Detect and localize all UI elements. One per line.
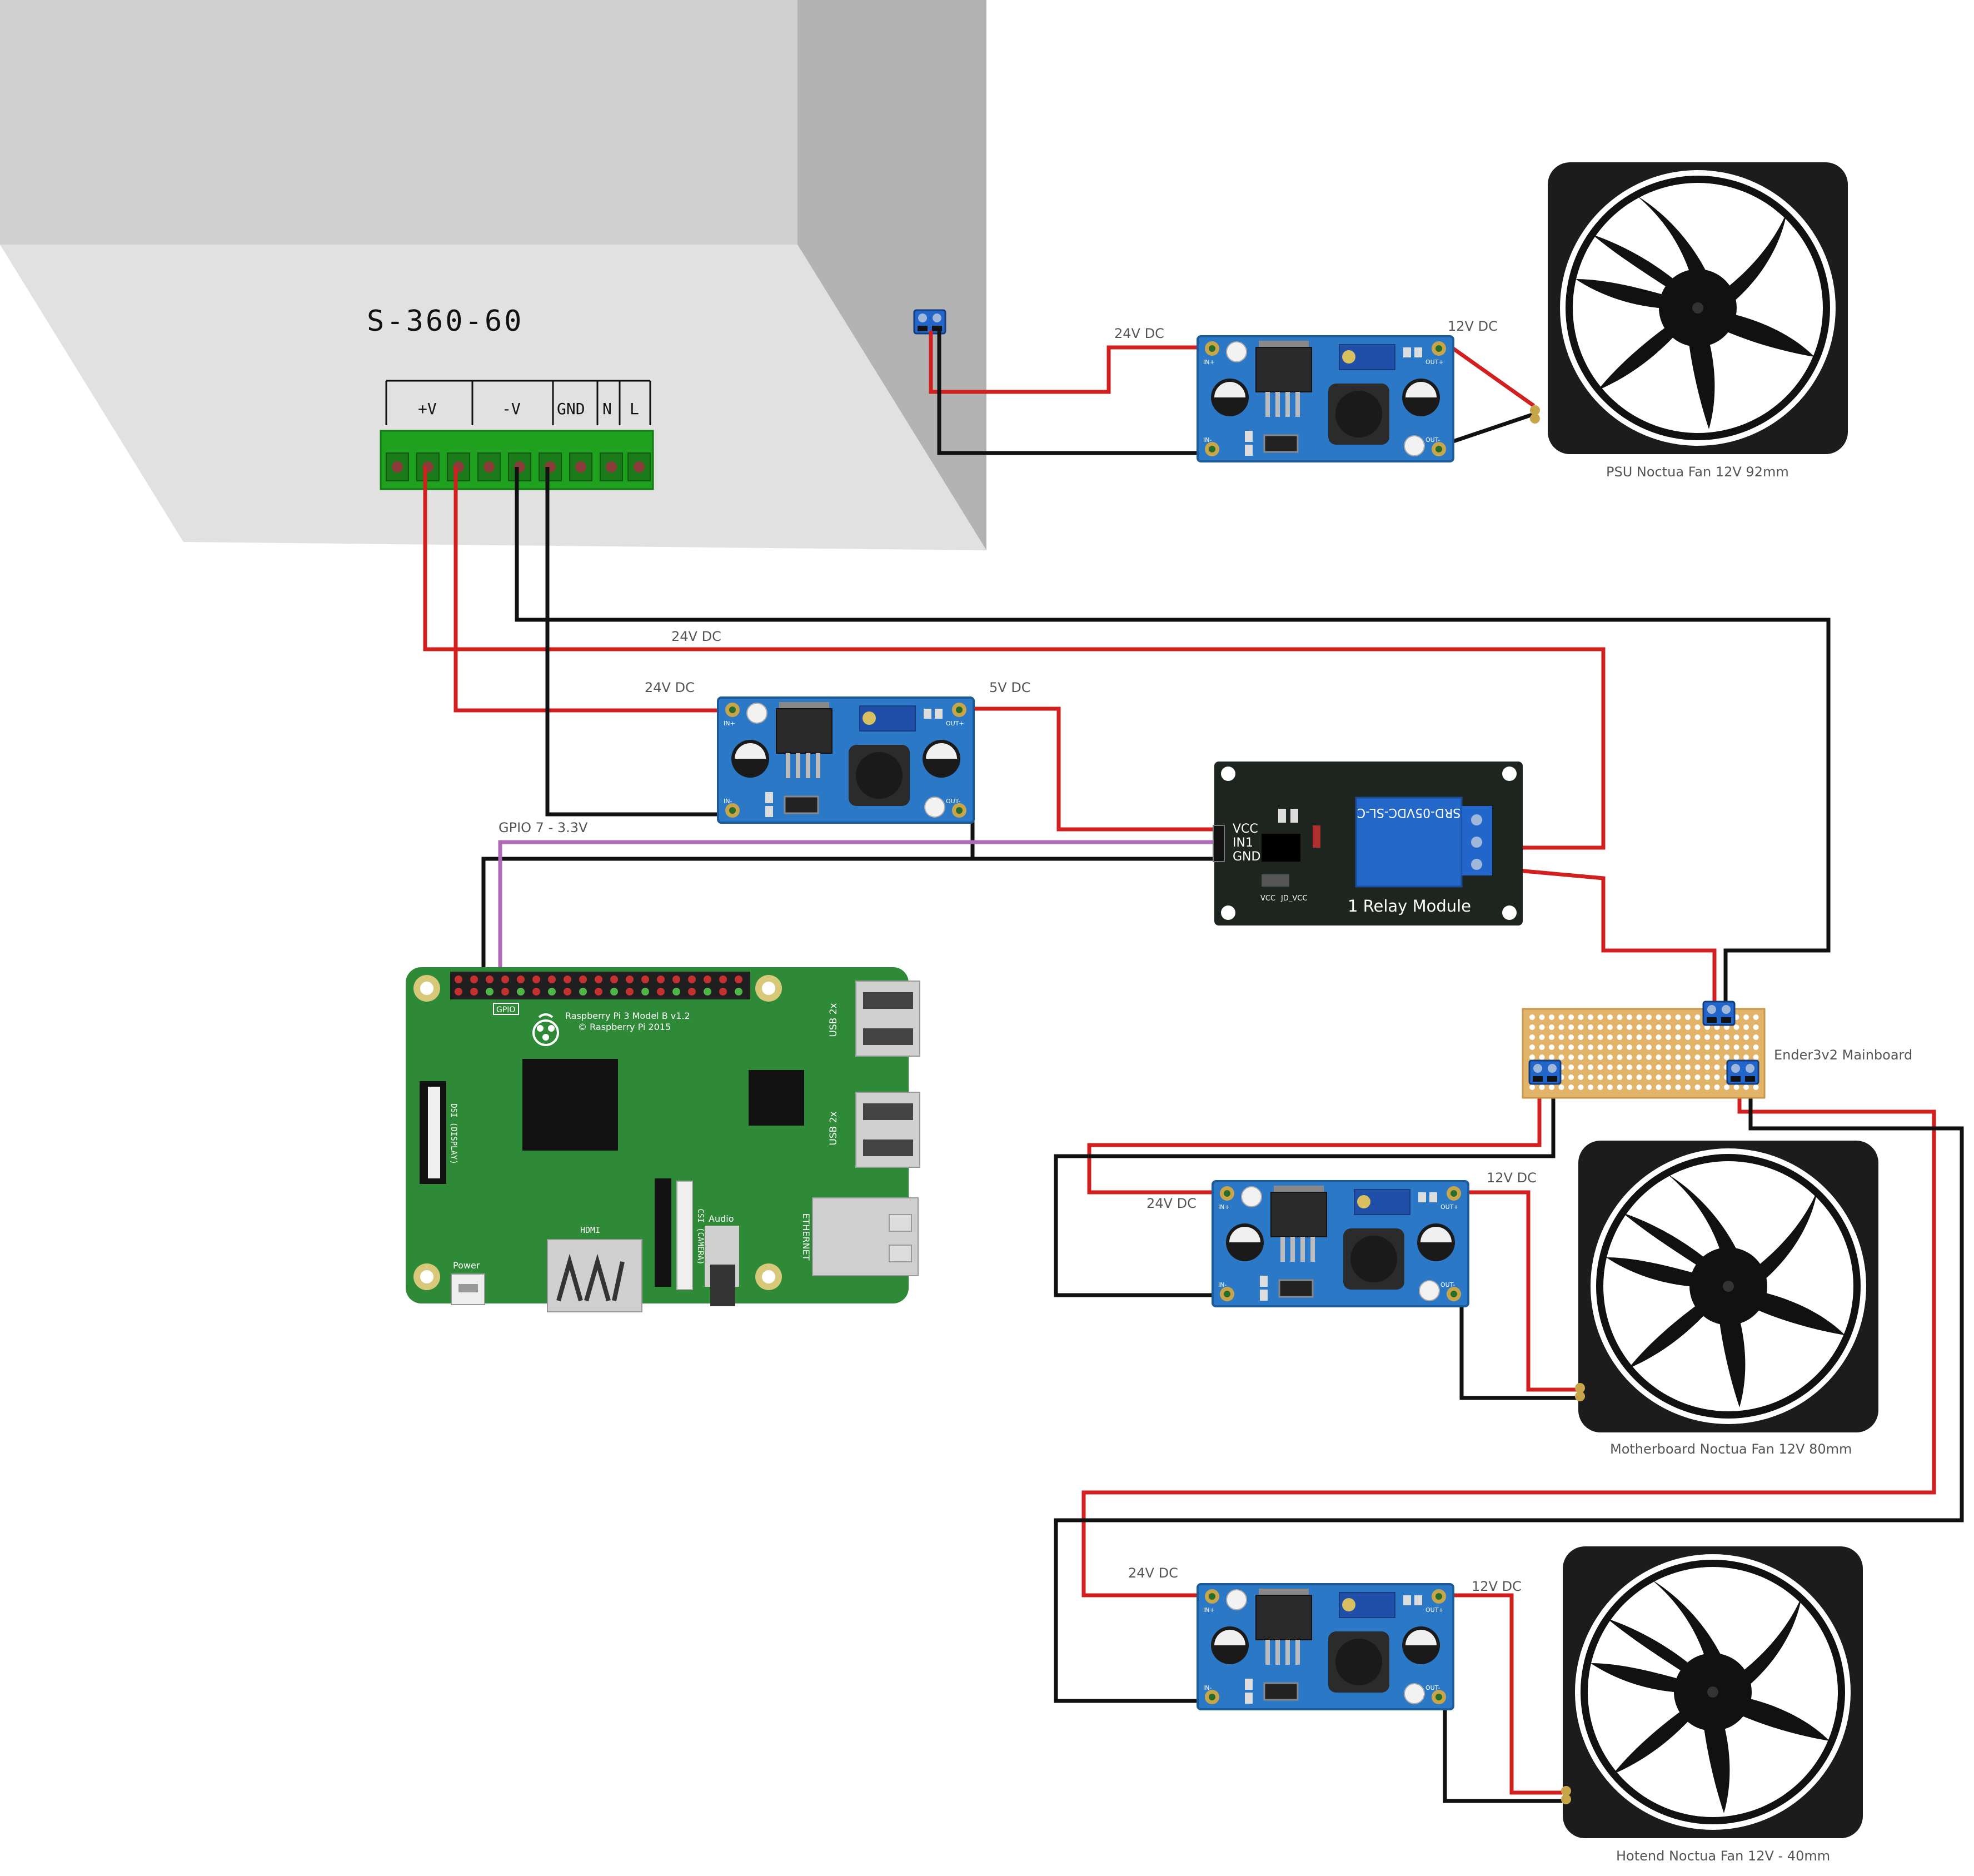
mainboard-terminal-left — [1528, 1059, 1562, 1085]
label-gpio7: GPIO 7 - 3.3V — [499, 820, 588, 835]
wire-mb-fan-12v — [1462, 1190, 1578, 1392]
relay-jumper-jdvcc: JD_VCC — [1280, 894, 1307, 903]
psu-fan — [1548, 162, 1848, 454]
buck-converter-psu-fan — [1197, 335, 1454, 462]
gpio-header — [450, 972, 750, 999]
psu-terminal-gnd: GND — [557, 400, 585, 418]
wire-hotend-fan-12v-gnd — [1443, 1701, 1564, 1803]
wire-5v-to-relay — [974, 706, 1223, 832]
relay-part-number: SRD-05VDC-SL-C — [1357, 805, 1461, 819]
wire-24v-main — [423, 467, 1606, 850]
buck-converter-hotend-fan — [1197, 1583, 1454, 1710]
wire-gnd-main — [515, 467, 1831, 1023]
hotend-fan — [1563, 1546, 1863, 1838]
wire-gnd-rpi — [481, 857, 1223, 995]
mainboard-terminal-right — [1726, 1059, 1759, 1085]
label-psu-fan-out: 12V DC — [1448, 319, 1498, 334]
label-main-24v: 24V DC — [671, 629, 721, 644]
label-mb-fan-out: 12V DC — [1487, 1170, 1537, 1186]
psu-terminal-minus-v: -V — [502, 400, 521, 418]
wire-relay-to-mainboard — [1511, 868, 1717, 1023]
psu-fan-terminal — [913, 309, 946, 335]
power-supply: S-360-60 +V -V GND N L — [0, 0, 986, 550]
rpi-copyright: © Raspberry Pi 2015 — [578, 1022, 671, 1032]
relay-jumper-vcc: VCC — [1260, 894, 1275, 903]
psu-terminal-labels — [385, 380, 651, 425]
rpi-ethernet-label: ETHERNET — [801, 1213, 811, 1261]
psu-model-label: S-360-60 — [367, 305, 524, 338]
wire-psu-fan-gnd — [937, 331, 1212, 455]
wire-hotend-fan-24v — [1081, 1067, 1936, 1598]
label-mb-fan-in: 24V DC — [1146, 1196, 1197, 1211]
wire-gnd-relay — [970, 814, 1223, 861]
label-psu-fan-in: 24V DC — [1114, 326, 1164, 341]
wire-hotend-fan-gnd — [1054, 1067, 1964, 1703]
wire-psu-fan-12v — [1450, 346, 1536, 407]
relay-title: 1 Relay Module — [1348, 897, 1471, 915]
label-psu-fan: PSU Noctua Fan 12V 92mm — [1606, 464, 1789, 480]
buck-converter-rpi — [717, 696, 975, 824]
relay-pin-vcc: VCC — [1233, 822, 1258, 836]
motherboard-fan — [1578, 1141, 1878, 1432]
label-motherboard-fan: Motherboard Noctua Fan 12V 80mm — [1610, 1441, 1852, 1457]
label-rpi-buck-out: 5V DC — [989, 680, 1031, 695]
buck-converter-motherboard-fan — [1212, 1180, 1469, 1307]
raspberry-logo — [532, 1013, 559, 1046]
rpi-power-label: Power — [453, 1260, 480, 1271]
rpi-hdmi-label: HDMI — [580, 1225, 600, 1235]
relay-pin-gnd: GND — [1233, 850, 1260, 864]
rpi-gpio-label: GPIO — [496, 1006, 515, 1014]
wire-mb-fan-gnd — [1054, 1067, 1556, 1297]
psu-terminal-l: L — [630, 400, 639, 418]
label-hotend-fan-in: 24V DC — [1128, 1565, 1178, 1581]
wire-24v-rpi-buck — [453, 467, 728, 713]
relay-module: SRD-05VDC-SL-C VCC IN1 GND VCC JD_VCC 1 … — [1213, 762, 1523, 925]
label-hotend-fan: Hotend Noctua Fan 12V - 40mm — [1616, 1848, 1830, 1864]
rpi-usb2-label: USB 2x — [828, 1111, 839, 1145]
rpi-csi-label: CSI (CAMERA) — [696, 1208, 705, 1265]
label-hotend-fan-out: 12V DC — [1472, 1579, 1522, 1594]
rpi-dsi-label: DSI (DISPLAY) — [449, 1103, 458, 1165]
psu-terminal-plus-v: +V — [418, 400, 437, 418]
mainboard-terminal-mid — [1702, 1001, 1736, 1026]
raspberry-pi: GPIO Raspberry Pi 3 Model B v1.2 © Raspb… — [406, 967, 920, 1312]
rpi-audio-label: Audio — [709, 1213, 734, 1224]
rpi-usb1-label: USB 2x — [828, 1003, 839, 1037]
psu-terminal-n: N — [602, 400, 612, 418]
wire-mb-fan-12v-gnd — [1459, 1295, 1578, 1400]
wire-gnd-rpi-buck — [545, 467, 728, 817]
label-rpi-buck-in: 24V DC — [645, 680, 695, 695]
ender-mainboard — [1522, 1001, 1766, 1099]
label-mainboard: Ender3v2 Mainboard — [1774, 1047, 1912, 1063]
rpi-model: Raspberry Pi 3 Model B v1.2 — [565, 1011, 690, 1021]
wire-psu-fan-12v-gnd — [1450, 412, 1535, 444]
relay-pin-in1: IN1 — [1233, 836, 1253, 850]
wires — [423, 331, 1964, 1803]
wire-gpio7 — [498, 840, 1223, 995]
labels: 24V DC 12V DC 24V DC 24V DC 5V DC GPIO 7… — [499, 319, 1912, 1864]
wire-psu-fan-24v — [929, 331, 1212, 394]
wire-hotend-fan-12v — [1445, 1593, 1564, 1795]
wire-mb-fan-24v — [1087, 1067, 1542, 1195]
